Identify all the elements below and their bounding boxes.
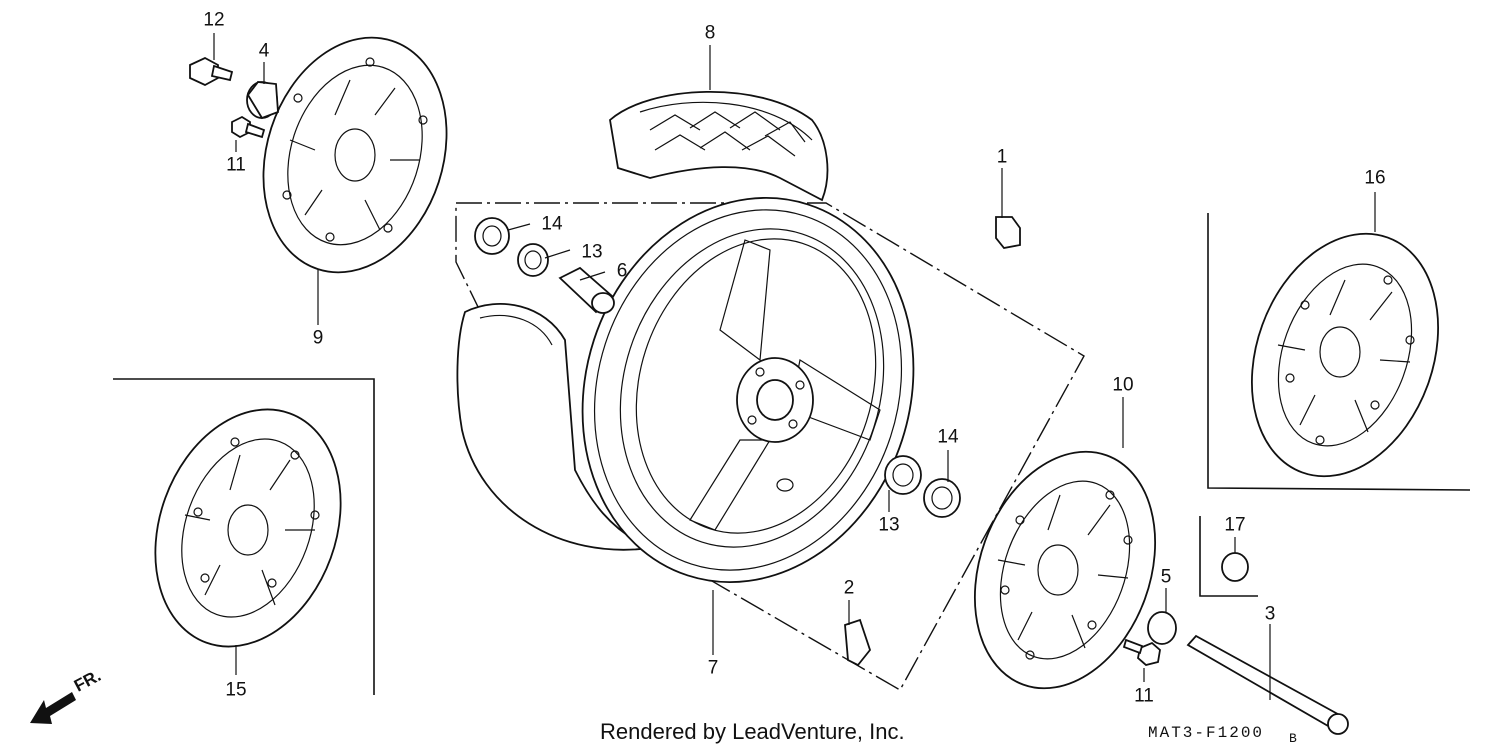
front-marker-label: FR.	[71, 666, 104, 696]
callout-8: 8	[705, 23, 716, 44]
callout-15: 15	[225, 680, 246, 701]
callout-13-upper: 13	[581, 242, 602, 263]
callout-12: 12	[203, 10, 224, 31]
callout-2: 2	[844, 578, 855, 599]
callout-14-lower: 14	[937, 427, 959, 448]
tire-illustration	[609, 90, 829, 202]
leader-lines	[213, 33, 1376, 700]
small-parts	[189, 56, 1349, 735]
brake-disc-right	[1251, 232, 1439, 478]
frame-right	[1207, 213, 1471, 491]
brake-disc-center-right	[973, 450, 1157, 690]
callout-14-upper: 14	[541, 214, 563, 235]
diagram-code-suffix: B	[1289, 731, 1299, 746]
callout-13-lower: 13	[878, 515, 899, 536]
rim-band-illustration	[456, 303, 654, 551]
callout-11-lower: 11	[1134, 686, 1154, 707]
frame-collar	[1199, 516, 1258, 597]
callout-16: 16	[1364, 168, 1385, 189]
callout-17: 17	[1224, 515, 1245, 536]
frame-left	[113, 378, 375, 695]
callout-1: 1	[997, 147, 1008, 168]
assembly-outline	[455, 202, 1085, 691]
callout-9: 9	[313, 328, 324, 349]
brake-disc-lower-left	[154, 408, 342, 648]
wheel-illustration	[581, 197, 915, 583]
brake-disc-upper-left	[262, 36, 448, 274]
callout-5: 5	[1161, 567, 1172, 588]
front-direction-icon: FR.	[30, 666, 104, 724]
callout-6: 6	[617, 261, 628, 282]
callout-4: 4	[259, 41, 270, 62]
callout-7: 7	[708, 658, 719, 679]
diagram-code: MAT3-F1200	[1148, 724, 1264, 742]
callout-11-upper: 11	[226, 155, 246, 176]
callout-10: 10	[1112, 375, 1133, 396]
credit-text: Rendered by LeadVenture, Inc.	[600, 719, 905, 744]
callout-3: 3	[1265, 604, 1276, 625]
